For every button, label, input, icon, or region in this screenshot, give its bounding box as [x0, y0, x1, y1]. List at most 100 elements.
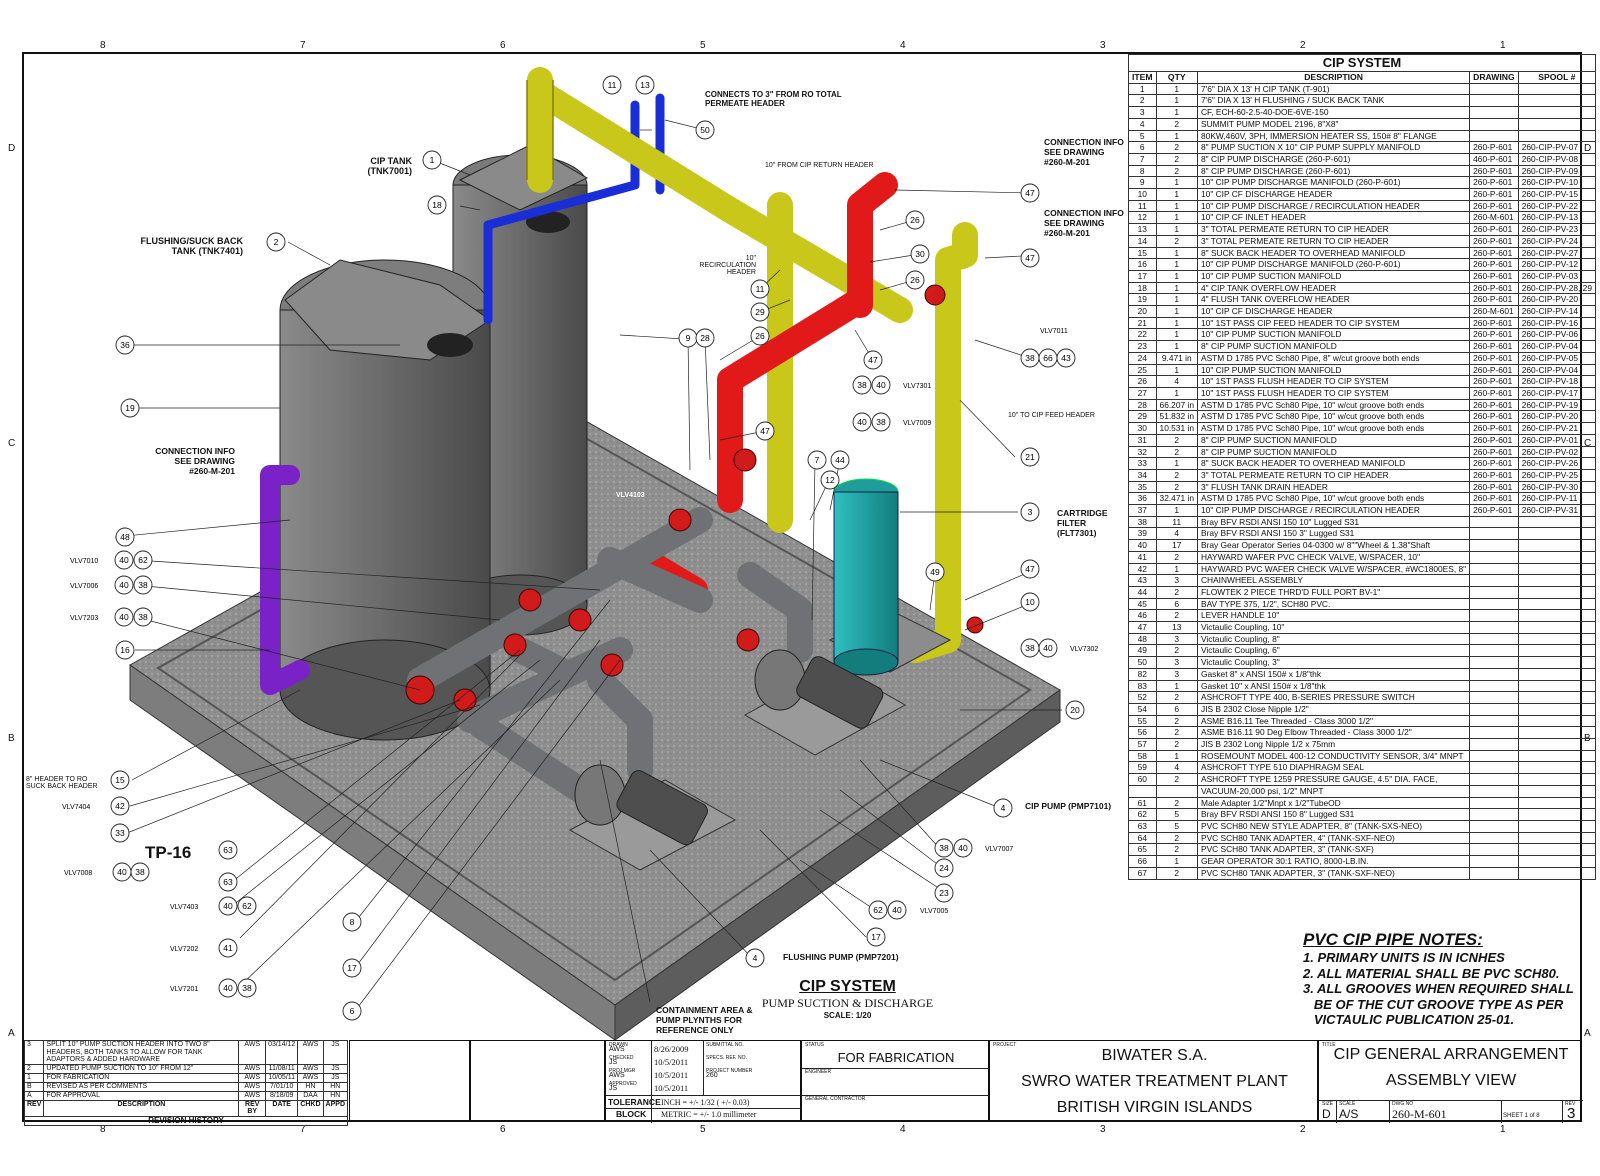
- bom-cell: 63: [1128, 820, 1157, 833]
- bom-cell: [1517, 738, 1596, 751]
- balloon-47: 47: [863, 350, 883, 370]
- svg-text:4: 4: [753, 953, 758, 963]
- bom-cell: [1469, 585, 1519, 599]
- bom-cell: 260-CIP-PV-07: [1517, 141, 1596, 154]
- bom-cell: 260-CIP-PV-08: [1517, 152, 1596, 166]
- bom-cell: [1469, 550, 1519, 564]
- bom-cell: 66.207 in: [1155, 398, 1199, 412]
- revision-cell: AWS: [297, 1040, 324, 1065]
- bom-cell: 260-P-601: [1469, 141, 1519, 154]
- bom-cell: 1: [1155, 281, 1199, 295]
- balloon-2: 2: [266, 232, 286, 252]
- bom-cell: 47: [1128, 621, 1157, 634]
- bom-cell: [1517, 726, 1596, 740]
- bom-cell: 51.832 in: [1155, 410, 1199, 424]
- svg-text:17: 17: [871, 932, 881, 942]
- bom-cell: GEAR OPERATOR 30:1 RATIO, 8000-LB.IN.: [1196, 855, 1471, 868]
- tb-blank-2: [470, 1040, 605, 1122]
- zone-col-6: 6: [500, 40, 506, 51]
- bom-cell: 260-M-601: [1469, 211, 1519, 225]
- svg-text:40: 40: [119, 612, 129, 622]
- bom-cell: 24: [1128, 351, 1157, 365]
- bom-cell: 82: [1128, 667, 1157, 681]
- revision-cell: HN: [322, 1081, 349, 1092]
- bom-cell: 260-P-601: [1469, 258, 1519, 271]
- balloon-40: 40: [218, 978, 238, 998]
- bom-cell: 1: [1155, 129, 1199, 143]
- tb-project: PROJECT BIWATER S.A. SWRO WATER TREATMEN…: [989, 1040, 1318, 1122]
- bom-cell: 7'6" DIA X 13' H FLUSHING / SUCK BACK TA…: [1196, 94, 1471, 108]
- bom-cell: [1517, 621, 1596, 634]
- zone-col-7: 7: [300, 1124, 306, 1135]
- balloon-4: 4: [745, 948, 765, 968]
- svg-text:23: 23: [939, 888, 949, 898]
- bom-cell: 260-P-601: [1469, 293, 1519, 307]
- balloon-38: 38: [133, 607, 153, 627]
- bom-cell: 2: [1155, 796, 1199, 810]
- cip-pump-callout: CIP PUMP (PMP7101): [1025, 801, 1112, 811]
- revision-cell: 2: [23, 1063, 45, 1074]
- bom-cell: 1: [1155, 94, 1199, 108]
- revision-cell: HN: [297, 1081, 324, 1092]
- balloon-38: 38: [871, 412, 891, 432]
- bom-cell: 12: [1128, 211, 1157, 225]
- bom-cell: 260-P-601: [1469, 457, 1519, 470]
- bom-cell: 2: [1155, 117, 1199, 131]
- bom-cell: 2: [1155, 445, 1199, 459]
- revision-cell: 10/05/11: [265, 1072, 299, 1083]
- balloon-1: 1: [422, 150, 442, 170]
- bom-cell: [1517, 796, 1596, 810]
- valve-tag: VLV7011: [1040, 328, 1068, 335]
- bom-cell: [1517, 773, 1596, 786]
- bom-cell: 8" CIP PUMP DISCHARGE (260-P-601): [1196, 152, 1471, 166]
- bom-cell: 22: [1128, 328, 1157, 342]
- bom-cell: 19: [1128, 293, 1157, 307]
- revision-cell: HN: [322, 1090, 349, 1101]
- bom-cell: 8: [1128, 164, 1157, 178]
- bom-cell: 61: [1128, 796, 1157, 810]
- valve-tag: VLV7009: [903, 420, 931, 427]
- bom-cell: 10" CIP PUMP DISCHARGE MANIFOLD (260-P-6…: [1196, 176, 1471, 190]
- svg-text:36: 36: [120, 340, 130, 350]
- revision-cell: 8/18/09: [265, 1090, 299, 1101]
- zone-row-B: B: [8, 733, 15, 744]
- bom-cell: 260-P-601: [1469, 375, 1519, 388]
- bom-cell: 4: [1155, 761, 1199, 775]
- bom-cell: [1517, 667, 1596, 681]
- revision-cell: B: [23, 1081, 45, 1092]
- bom-cell: 2: [1155, 714, 1199, 728]
- bom-cell: 20: [1128, 305, 1157, 318]
- bom-header-qty: QTY: [1155, 71, 1199, 84]
- bom-cell: Gasket 8" x ANSI 150# x 1/8"thk: [1196, 667, 1471, 681]
- bom-cell: [1517, 515, 1596, 529]
- bom-cell: [1517, 539, 1596, 552]
- valve-tag: VLV7007: [985, 846, 1013, 853]
- svg-text:1: 1: [430, 155, 435, 165]
- svg-text:7: 7: [815, 455, 820, 465]
- bom-cell: 4: [1128, 117, 1157, 131]
- svg-text:38: 38: [939, 843, 949, 853]
- balloon-29: 29: [750, 302, 770, 322]
- revision-cell: 1: [23, 1072, 45, 1083]
- balloon-40: 40: [1038, 638, 1058, 658]
- bom-cell: [1469, 761, 1519, 775]
- bom-cell: ASHCROFT TYPE 510 DIAPHRAGM SEAL: [1196, 761, 1471, 775]
- bom-cell: 2: [1155, 164, 1199, 178]
- bom-cell: 260-P-601: [1469, 223, 1519, 236]
- bom-cell: [1469, 831, 1519, 845]
- bom-cell: 1: [1155, 363, 1199, 377]
- balloon-40: 40: [887, 900, 907, 920]
- bom-cell: 260-P-601: [1469, 468, 1519, 482]
- bom-cell: 1: [1155, 223, 1199, 236]
